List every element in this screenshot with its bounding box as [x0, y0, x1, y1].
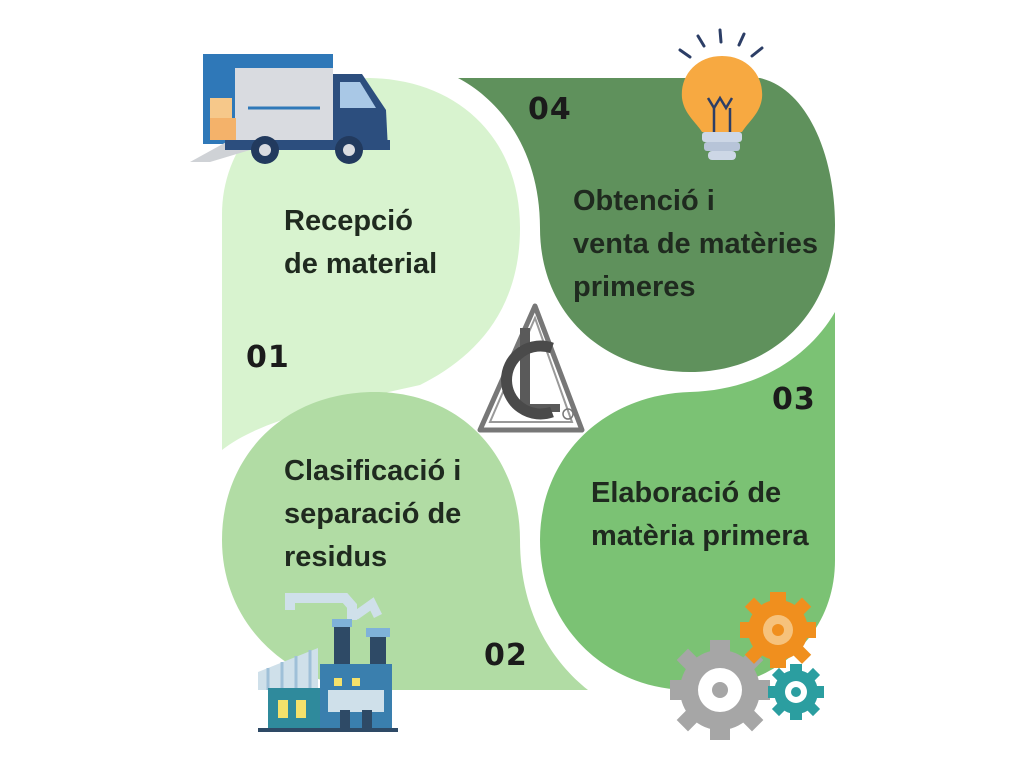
step-01-label: Recepció de material [284, 200, 437, 286]
step-04-number: 04 [528, 92, 572, 127]
step-02-line-3: residus [284, 541, 388, 573]
step-03-line-2: matèria primera [591, 520, 809, 552]
step-04-label: Obtenció i venta de matèries primeres [573, 180, 818, 309]
step-04-line-3: primeres [573, 271, 696, 303]
delivery-truck-icon [190, 54, 390, 164]
lightbulb-icon [678, 28, 764, 160]
step-01-line-2: de material [284, 248, 438, 280]
step-04-shape [458, 78, 835, 372]
step-03-label: Elaboració de matèria primera [591, 472, 809, 558]
lc-logo-icon [477, 303, 585, 433]
step-04-line-1: Obtenció i [573, 185, 715, 217]
step-02-line-1: Clasificació i [284, 455, 462, 487]
step-03-line-1: Elaboració de [591, 477, 782, 509]
step-01-shape [222, 78, 520, 450]
factory-icon [258, 593, 398, 732]
step-02-line-2: separació de [284, 498, 462, 530]
step-02-shape [222, 392, 588, 690]
step-01-line-1: Recepció [284, 205, 413, 237]
step-03-shape [540, 312, 835, 690]
step-04-line-2: venta de matèries [573, 228, 819, 260]
gears-icon [670, 592, 824, 740]
step-01-number: 01 [246, 340, 290, 375]
step-02-number: 02 [484, 638, 528, 673]
step-02-label: Clasificació i separació de residus [284, 450, 461, 579]
step-03-number: 03 [772, 382, 816, 417]
